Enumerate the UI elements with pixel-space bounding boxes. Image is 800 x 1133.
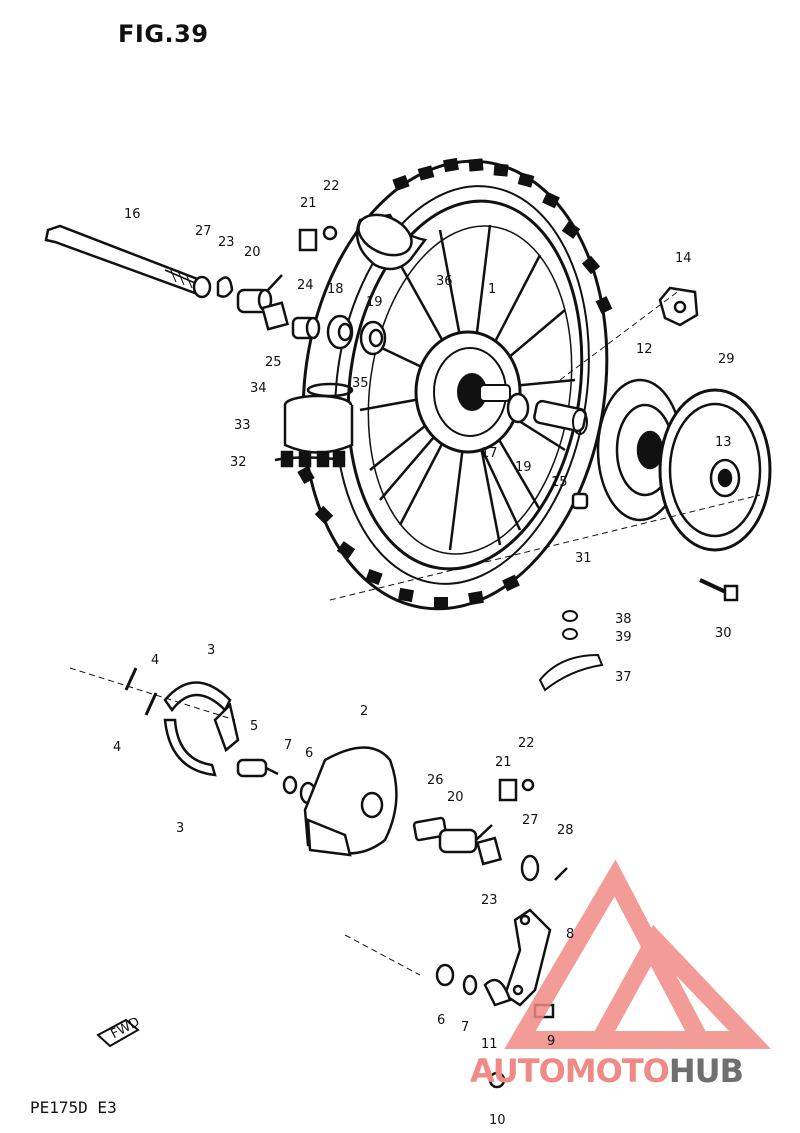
callout-24: 24 — [297, 278, 314, 293]
callout-6a: 6 — [305, 746, 313, 761]
tire-inner — [334, 185, 590, 585]
rim-inner — [367, 225, 573, 555]
callout-27a: 27 — [195, 224, 212, 239]
figure-title: FIG.39 — [118, 20, 209, 48]
chain-guide-parts — [538, 610, 604, 692]
callout-8: 8 — [566, 927, 574, 942]
rear-wheel — [297, 157, 613, 611]
callout-14: 14 — [675, 251, 692, 266]
watermark-logo — [504, 859, 771, 1049]
callout-15: 15 — [551, 475, 568, 490]
callout-13: 13 — [715, 435, 732, 450]
leader-lines — [69, 289, 761, 976]
brake-arm-parts — [412, 778, 568, 1089]
cotter-23 — [216, 276, 234, 298]
callout-32: 32 — [230, 455, 247, 470]
callout-3a: 3 — [207, 643, 215, 658]
model-code: PE175D E3 — [30, 1098, 117, 1117]
callout-22b: 22 — [518, 736, 535, 751]
chain-guide-37 — [538, 653, 604, 692]
callout-10: 10 — [489, 1113, 506, 1128]
callout-1: 1 — [488, 282, 496, 297]
callout-17: 17 — [481, 446, 498, 461]
spacer-17 — [479, 384, 511, 402]
callout-31: 31 — [575, 551, 592, 566]
callout-4b: 4 — [113, 740, 121, 755]
callout-22a: 22 — [323, 179, 340, 194]
callout-25: 25 — [265, 355, 282, 370]
axle-small-parts — [192, 225, 387, 356]
callout-7a: 7 — [284, 738, 292, 753]
tire-outer — [301, 159, 609, 611]
callout-4a: 4 — [151, 653, 159, 668]
callout-19a: 19 — [366, 295, 383, 310]
callout-6b: 6 — [437, 1013, 445, 1028]
callout-12: 12 — [636, 342, 653, 357]
callout-37: 37 — [615, 670, 632, 685]
callout-labels: 16 27 23 20 21 22 24 18 19 25 36 1 14 12… — [113, 179, 735, 1128]
callout-5: 5 — [250, 719, 258, 734]
callout-9: 9 — [547, 1034, 555, 1049]
sprocket-assembly — [571, 286, 772, 552]
watermark-part2: HUB — [668, 1052, 744, 1090]
callout-18: 18 — [327, 282, 344, 297]
callout-3b: 3 — [176, 821, 184, 836]
callout-16: 16 — [124, 207, 141, 222]
callout-33: 33 — [234, 418, 251, 433]
callout-7b: 7 — [461, 1020, 469, 1035]
callout-21a: 21 — [300, 196, 317, 211]
bracket-21 — [298, 228, 318, 252]
callout-26: 26 — [427, 773, 444, 788]
plate-25 — [260, 301, 290, 331]
callout-38: 38 — [615, 612, 632, 627]
tube-and-rim-band — [283, 213, 428, 454]
brake-shoes — [124, 667, 240, 777]
callout-28: 28 — [557, 823, 574, 838]
callout-23b: 23 — [481, 893, 498, 908]
bearing-19-right — [506, 392, 530, 424]
callout-27b: 27 — [522, 813, 539, 828]
tire-section-32 — [274, 450, 346, 468]
brake-panel — [303, 746, 398, 857]
torque-arm-8 — [503, 908, 552, 1007]
tire-tread — [297, 157, 613, 609]
callout-21b: 21 — [495, 755, 512, 770]
callout-34: 34 — [250, 381, 267, 396]
callout-35: 35 — [352, 376, 369, 391]
callout-29: 29 — [718, 352, 735, 367]
callout-19b: 19 — [515, 460, 532, 475]
axle-16 — [44, 224, 202, 295]
nut-31 — [571, 492, 589, 510]
rim — [346, 199, 584, 571]
callout-20a: 20 — [244, 245, 261, 260]
nut-27 — [192, 275, 212, 299]
callout-39: 39 — [615, 630, 632, 645]
nut-22 — [322, 225, 338, 241]
callout-30: 30 — [715, 626, 732, 641]
watermark-part1: AUTOMOTO — [470, 1052, 670, 1090]
callout-36: 36 — [436, 274, 453, 289]
watermark-text: AUTOMOTOHUB — [470, 1052, 744, 1090]
callout-23a: 23 — [218, 235, 235, 250]
callout-11: 11 — [481, 1037, 498, 1052]
brake-cam — [236, 758, 317, 805]
callout-20b: 20 — [447, 790, 464, 805]
callout-2: 2 — [360, 704, 368, 719]
fwd-arrow: FWD — [96, 1015, 142, 1048]
bolt-30 — [699, 578, 739, 602]
